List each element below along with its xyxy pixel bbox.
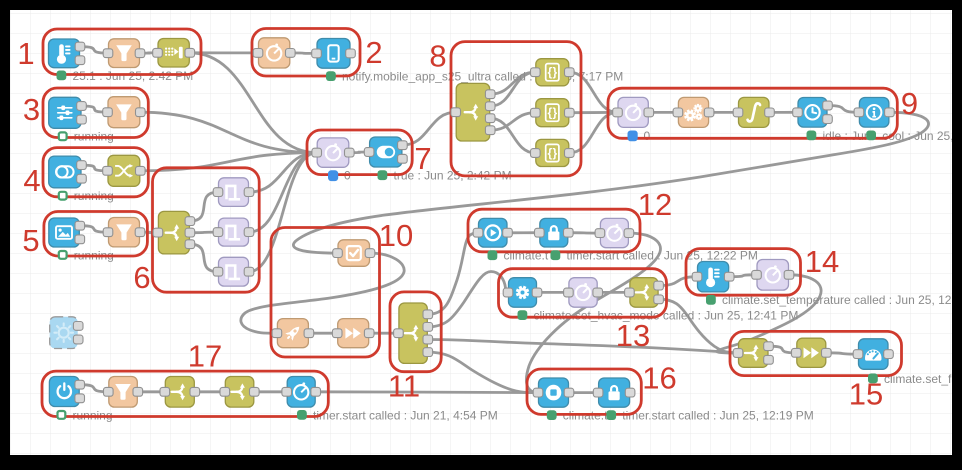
- svg-text:8: 8: [429, 39, 446, 74]
- svg-text:0: 0: [644, 129, 651, 143]
- svg-text:16: 16: [642, 361, 676, 396]
- svg-text:climate.set_fan_mode called: climate.set_fan_mode called: [884, 372, 962, 386]
- svg-text:3: 3: [23, 92, 40, 127]
- svg-text:climate.set_hvac_mode called :: climate.set_hvac_mode called : Jun 25, 1…: [534, 309, 799, 323]
- svg-text:4: 4: [23, 163, 40, 198]
- svg-text:12: 12: [638, 187, 672, 222]
- svg-text:2: 2: [365, 35, 382, 70]
- svg-text:15: 15: [849, 377, 883, 412]
- svg-text:10: 10: [379, 218, 413, 253]
- svg-text:11: 11: [388, 369, 420, 404]
- svg-text:5: 5: [22, 223, 39, 258]
- svg-text:13: 13: [616, 318, 650, 353]
- svg-text:6: 6: [133, 260, 150, 295]
- svg-text:14: 14: [805, 244, 839, 279]
- svg-text:17: 17: [188, 339, 222, 374]
- svg-text:cool : Jun 25, 1: cool : Jun 25, 1: [882, 129, 962, 143]
- svg-text:idle : Jun: idle : Jun: [823, 129, 871, 143]
- svg-text:true : Jun 25, 2:42 PM: true : Jun 25, 2:42 PM: [394, 169, 512, 183]
- svg-text:7: 7: [414, 141, 431, 176]
- svg-text:timer.start called : Jun 21, 4: timer.start called : Jun 21, 4:54 PM: [313, 408, 498, 422]
- svg-text:1: 1: [17, 36, 34, 71]
- svg-text:9: 9: [901, 86, 918, 121]
- svg-text:climate.set_temperature called: climate.set_temperature called : Jun 25,…: [722, 293, 962, 307]
- svg-text:timer.start called : Jun 25, 1: timer.start called : Jun 25, 12:19 PM: [622, 409, 813, 423]
